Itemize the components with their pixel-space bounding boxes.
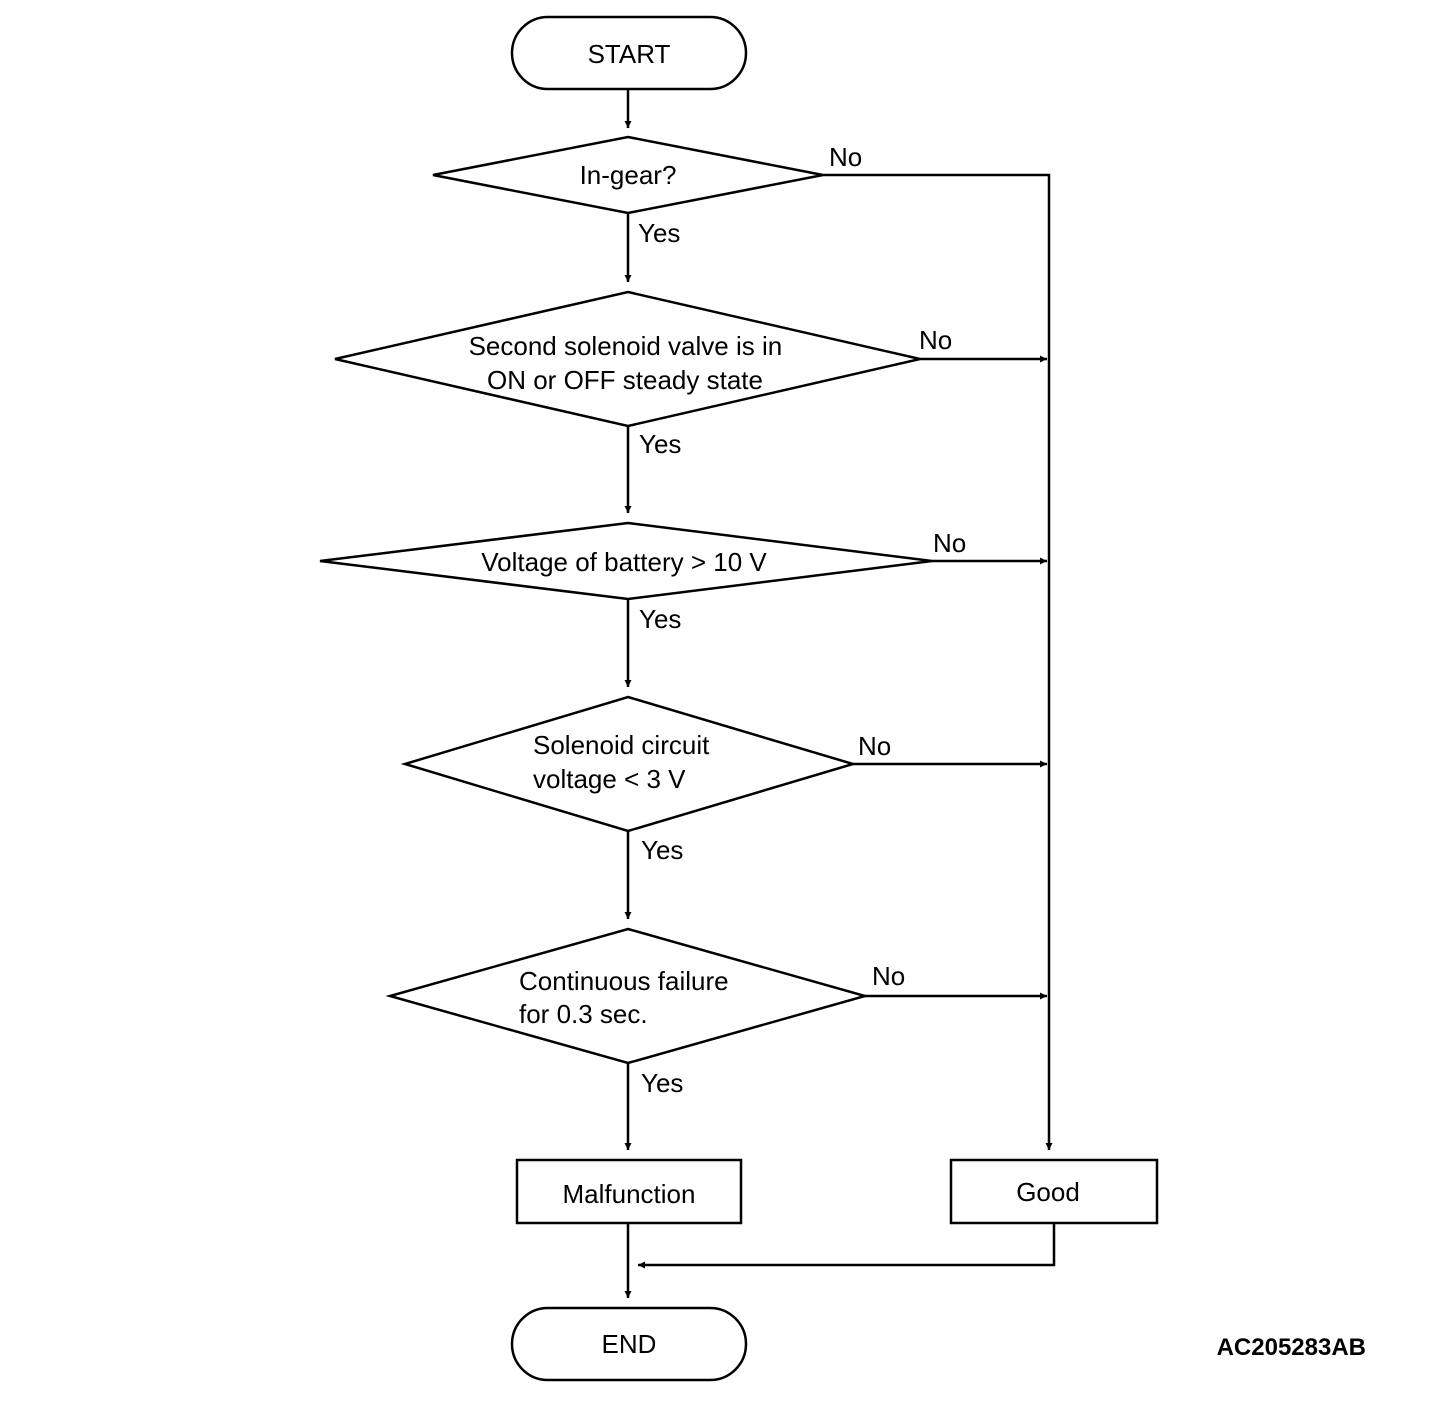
decision-second-solenoid-line-1: Second solenoid valve is in — [469, 331, 783, 361]
decision-solenoid-circuit-line-2: voltage < 3 V — [533, 764, 686, 794]
decision-continuous-failure-line-1: Continuous failure — [519, 966, 729, 996]
decision-continuous-failure-line-2: for 0.3 sec. — [519, 999, 648, 1029]
start-label: START — [588, 39, 671, 69]
in-gear-yes-label: Yes — [638, 218, 680, 248]
decision-solenoid-circuit-label: Solenoid circuit voltage < 3 V — [533, 730, 717, 794]
second-solenoid-no-label: No — [919, 325, 952, 355]
decision-battery-voltage-label: Voltage of battery > 10 V — [481, 547, 767, 577]
connector-no-path-to-good — [823, 173, 1053, 1150]
process-good — [949, 1158, 1159, 1225]
solenoid-circuit-yes-label: Yes — [641, 835, 683, 865]
process-malfunction — [515, 1158, 743, 1225]
process-good-label: Good — [1016, 1177, 1080, 1207]
decision-second-solenoid-label: Second solenoid valve is in ON or OFF st… — [469, 331, 790, 395]
figure-code: AC205283AB — [1217, 1334, 1366, 1361]
connector-good-to-merge — [638, 1223, 1056, 1269]
in-gear-no-label: No — [829, 142, 862, 172]
decision-continuous-failure — [385, 927, 870, 1065]
decision-second-solenoid-line-2: ON or OFF steady state — [487, 365, 763, 395]
continuous-failure-yes-label: Yes — [641, 1068, 683, 1098]
battery-yes-label: Yes — [639, 604, 681, 634]
continuous-failure-no-label: No — [872, 961, 905, 991]
end-label: END — [602, 1329, 657, 1359]
end-terminal — [510, 1306, 748, 1382]
decision-continuous-failure-label: Continuous failure for 0.3 sec. — [519, 966, 736, 1029]
second-solenoid-yes-label: Yes — [639, 429, 681, 459]
decision-solenoid-circuit-line-1: Solenoid circuit — [533, 730, 710, 760]
battery-no-label: No — [933, 528, 966, 558]
decision-in-gear-label: In-gear? — [580, 160, 677, 190]
solenoid-circuit-no-label: No — [858, 731, 891, 761]
process-malfunction-label: Malfunction — [563, 1179, 696, 1209]
